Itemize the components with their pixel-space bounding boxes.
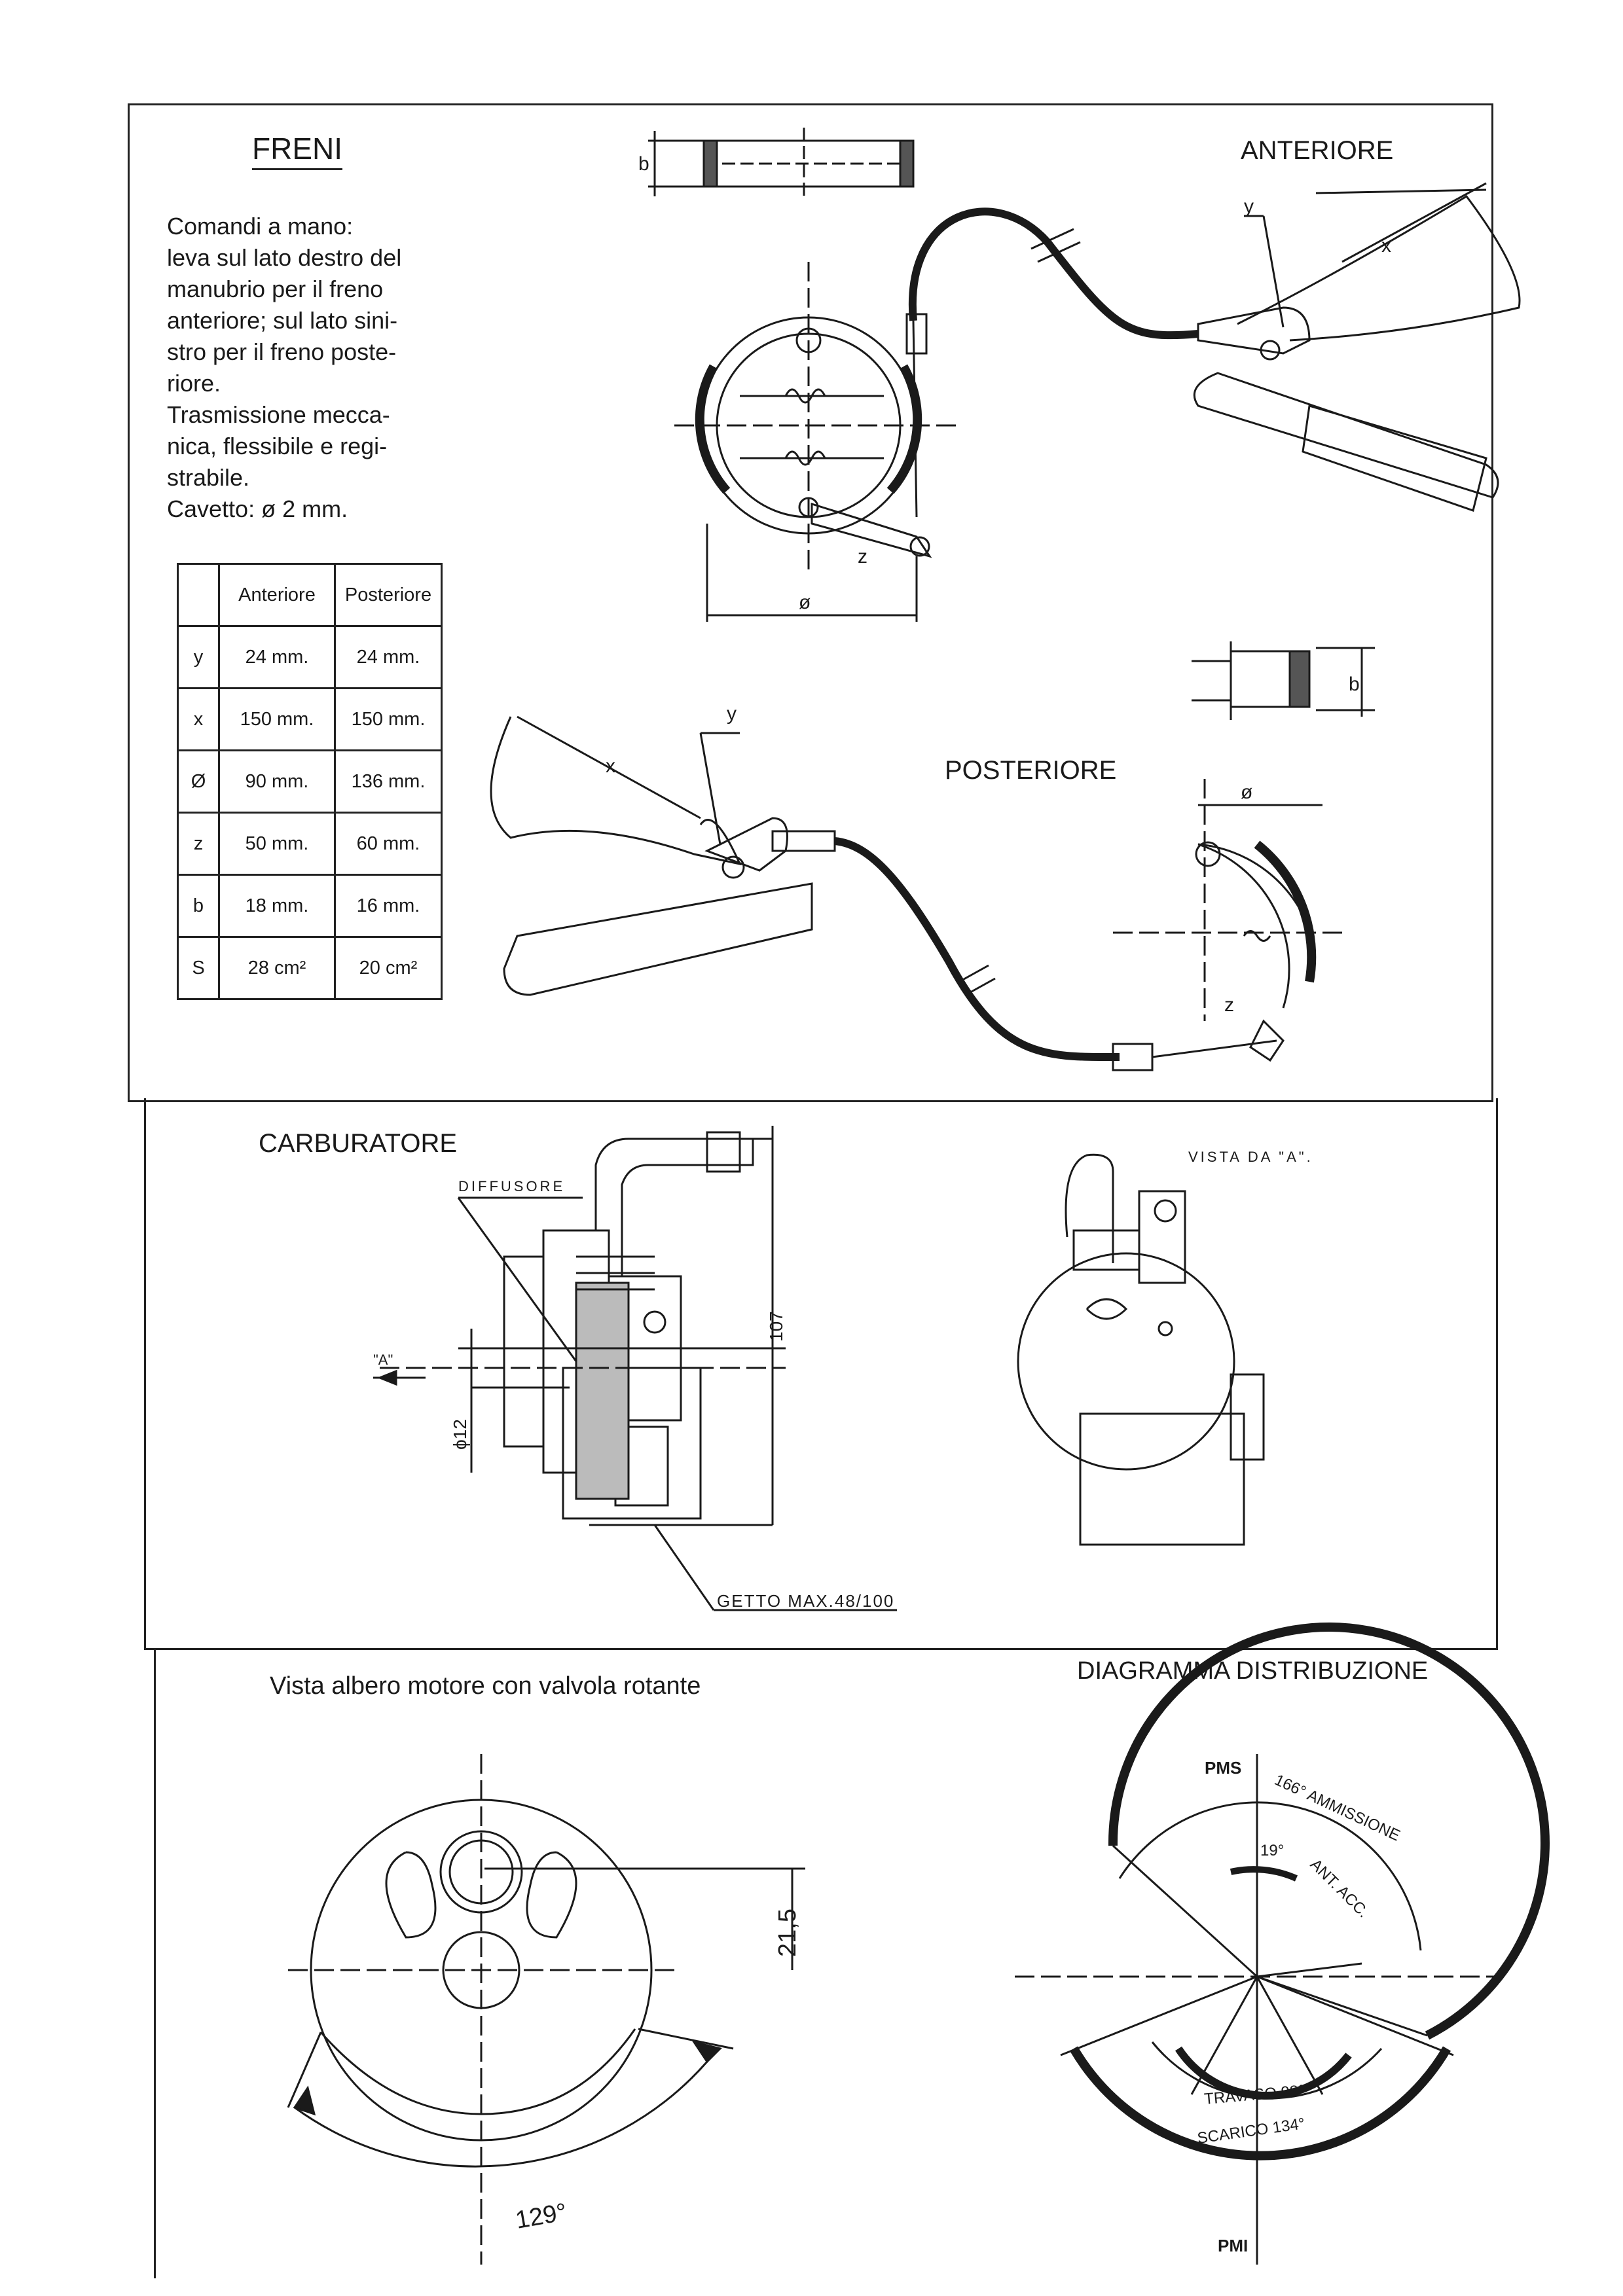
table-cell: 90 mm.: [218, 749, 336, 814]
timing-exhaust: SCARICO 134°: [1196, 2115, 1306, 2147]
table-row: y 24 mm. 24 mm.: [177, 625, 443, 689]
crankshaft-drawing: [287, 1754, 805, 2265]
timing-title: DIAGRAMMA DISTRIBUZIONE: [1077, 1657, 1428, 1685]
dim-z-rear: z: [1224, 994, 1234, 1016]
frame-brakes: [128, 103, 1493, 1102]
desc-line: manubrio per il freno: [167, 276, 384, 302]
table-cell: 28 cm²: [218, 936, 336, 1000]
timing-intake: 166° AMMISSIONE: [1271, 1771, 1402, 1845]
table-cell: 60 mm.: [334, 812, 443, 876]
diffuser-label: DIFFUSORE: [458, 1178, 565, 1194]
dim-z-front: z: [858, 546, 867, 567]
table-cell: 50 mm.: [218, 812, 336, 876]
dim-x-front: x: [1381, 235, 1391, 257]
table-row: Ø 90 mm. 136 mm.: [177, 749, 443, 814]
table-cell: 24 mm.: [218, 625, 336, 689]
table-cell: S: [177, 936, 220, 1000]
desc-line: leva sul lato destro del: [167, 244, 402, 271]
front-brake-label: ANTERIORE: [1241, 136, 1393, 165]
desc-line: anteriore; sul lato sini-: [167, 307, 398, 334]
table-cell: 16 mm.: [334, 874, 443, 938]
table-header: Posteriore: [334, 563, 443, 627]
carburetor-title: CARBURATORE: [259, 1129, 457, 1158]
timing-pmi: PMI: [1218, 2236, 1248, 2255]
timing-pms: PMS: [1205, 1758, 1241, 1778]
dim-phi-rear: ø: [1241, 781, 1252, 803]
table-row: x 150 mm. 150 mm.: [177, 687, 443, 751]
table-cell: 150 mm.: [218, 687, 336, 751]
dim-b-front: b: [638, 153, 649, 175]
table-row: S 28 cm² 20 cm²: [177, 936, 443, 1000]
view-from-a-label: VISTA DA "A".: [1188, 1149, 1313, 1165]
dim-b-rear: b: [1349, 673, 1360, 695]
brakes-description: Comandi a mano: leva sul lato destro del…: [167, 211, 448, 525]
dim-y-front: y: [1244, 196, 1254, 217]
table-cell: y: [177, 625, 220, 689]
dim-phi-front: ø: [799, 592, 811, 613]
table-row: z 50 mm. 60 mm.: [177, 812, 443, 876]
dim-x-rear: x: [606, 755, 615, 777]
carburetor-drawing: [373, 1126, 1265, 1611]
frame-engine: [154, 1648, 1498, 2278]
desc-line: Cavetto: ø 2 mm.: [167, 495, 348, 522]
table-cell: z: [177, 812, 220, 876]
desc-line: strabile.: [167, 464, 250, 491]
table-cell: 136 mm.: [334, 749, 443, 814]
front-brake-drawing: [648, 128, 1521, 622]
dim-y-rear: y: [727, 703, 737, 725]
arrow-a-label: "A": [373, 1352, 393, 1368]
timing-diagram: [1015, 1623, 1550, 2265]
table-cell: 18 mm.: [218, 874, 336, 938]
desc-line: Comandi a mano:: [167, 213, 354, 240]
rear-brake-drawing: [490, 641, 1375, 1071]
jet-label: GETTO MAX.48/100: [717, 1591, 894, 1611]
timing-advance-angle: 19°: [1260, 1842, 1284, 1859]
desc-line: stro per il freno poste-: [167, 338, 397, 365]
angle-129: 129°: [513, 2198, 569, 2234]
table-cell: 150 mm.: [334, 687, 443, 751]
dim-21-5: 21,5: [774, 1909, 801, 1957]
desc-line: nica, flessibile e regi-: [167, 433, 388, 459]
table-cell: Ø: [177, 749, 220, 814]
brakes-spec-table: Anteriore Posteriore y 24 mm. 24 mm. x 1…: [177, 563, 443, 1000]
crankshaft-title: Vista albero motore con valvola rotante: [270, 1672, 701, 1700]
table-header: Anteriore: [218, 563, 336, 627]
brakes-title: FRENI: [252, 132, 342, 170]
table-cell: b: [177, 874, 220, 938]
table-cell: x: [177, 687, 220, 751]
dim-107: 107: [766, 1311, 786, 1342]
table-header: [177, 563, 220, 627]
table-cell: 20 cm²: [334, 936, 443, 1000]
timing-advance-label: ANT. ACC.: [1307, 1856, 1372, 1921]
desc-line: Trasmissione mecca-: [167, 401, 390, 428]
dim-phi12: ϕ12: [450, 1419, 470, 1450]
table-row: b 18 mm. 16 mm.: [177, 874, 443, 938]
table-cell: 24 mm.: [334, 625, 443, 689]
rear-brake-label: POSTERIORE: [945, 756, 1116, 785]
desc-line: riore.: [167, 370, 221, 397]
table-header-row: Anteriore Posteriore: [177, 563, 443, 627]
